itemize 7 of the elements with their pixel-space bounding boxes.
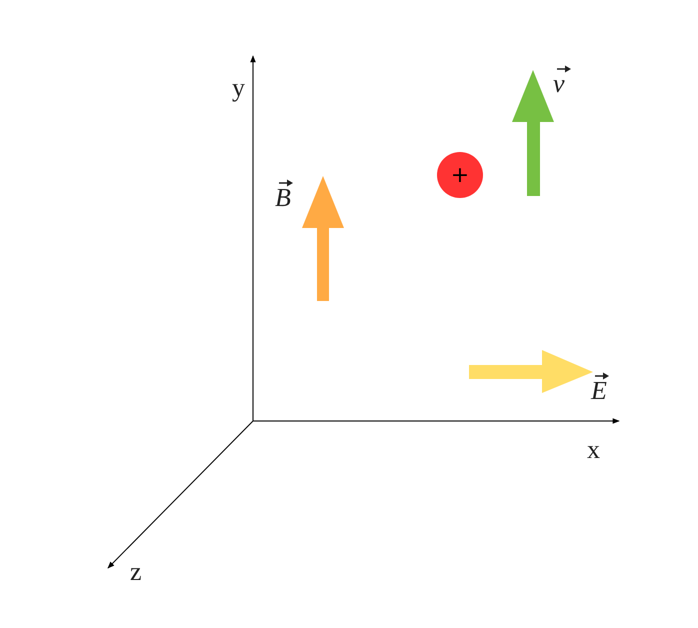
axis-label: y xyxy=(232,74,245,102)
vector-label: E xyxy=(591,377,607,405)
axis-label: x xyxy=(587,436,600,464)
axis-label: z xyxy=(130,558,142,586)
vector-label: B xyxy=(275,184,291,212)
vector-label: v xyxy=(553,70,565,98)
charge-circle: + xyxy=(437,152,483,198)
